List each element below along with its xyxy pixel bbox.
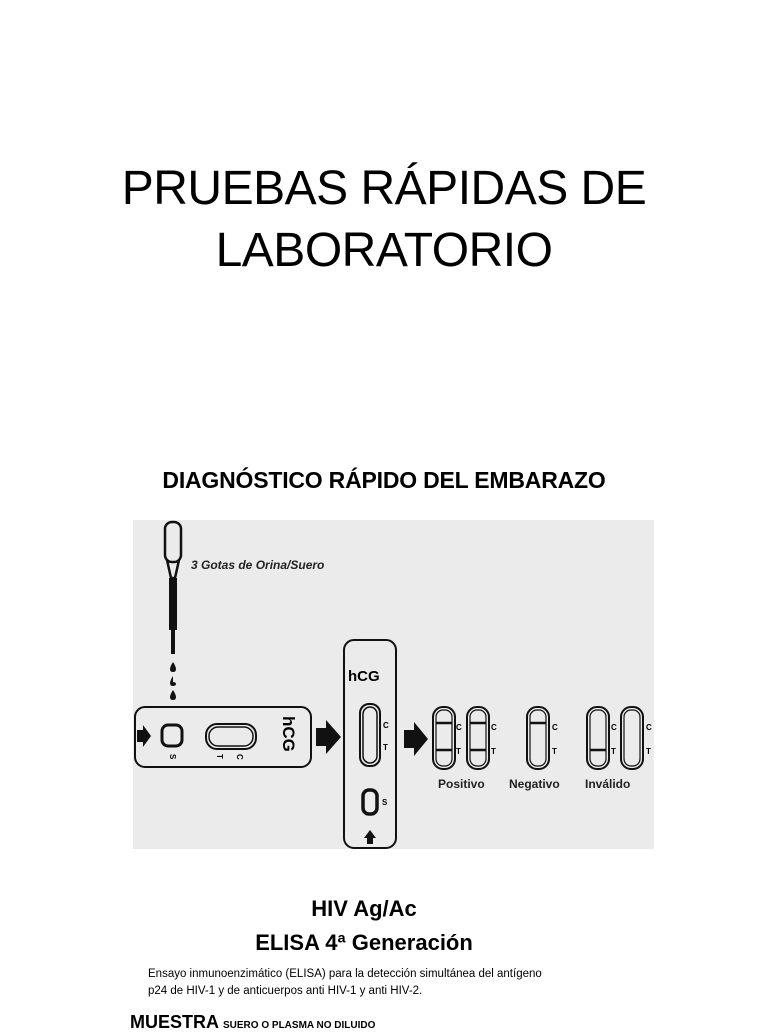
svg-text:C: C (552, 723, 558, 732)
horizontal-cassette: S T C hCG (134, 706, 312, 768)
muestra-value: SUERO O PLASMA NO DILUIDO (223, 1020, 376, 1031)
pregnancy-test-diagram: 3 Gotas de Orina/Suero S T C hCG hCG C T… (133, 520, 654, 849)
hiv-description-line-2: p24 de HIV-1 y de anticuerpos anti HIV-1… (148, 985, 423, 997)
hiv-heading-line-1: HIV Ag/Ac (311, 896, 417, 921)
arrow-right-icon (404, 722, 428, 756)
result-strips: C T C T C T C T C T (432, 706, 652, 770)
svg-text:C: C (383, 721, 389, 730)
title-line-1: PRUEBAS RÁPIDAS DE (121, 162, 647, 215)
hiv-heading: HIV Ag/Ac ELISA 4ª Generación (0, 892, 728, 960)
page-title: PRUEBAS RÁPIDAS DE LABORATORIO (0, 158, 768, 282)
svg-text:T: T (215, 754, 224, 759)
svg-text:T: T (456, 747, 461, 756)
svg-text:T: T (552, 747, 557, 756)
arrow-up-icon (364, 830, 376, 844)
svg-text:C: C (491, 723, 497, 732)
svg-text:C: C (646, 723, 652, 732)
svg-text:hCG: hCG (348, 668, 380, 685)
drops-icon (170, 662, 176, 700)
svg-text:C: C (235, 754, 244, 760)
svg-text:S: S (168, 754, 177, 760)
muestra-line: MUESTRA SUERO O PLASMA NO DILUIDO (130, 1012, 375, 1033)
muestra-label: MUESTRA (130, 1012, 219, 1032)
svg-text:T: T (491, 747, 496, 756)
dropper-icon (163, 520, 183, 654)
hiv-description: Ensayo inmunoenzimático (ELISA) para la … (148, 966, 618, 1000)
svg-text:T: T (646, 747, 651, 756)
dropper-label: 3 Gotas de Orina/Suero (191, 558, 324, 572)
svg-text:hCG: hCG (279, 716, 298, 752)
svg-text:T: T (611, 747, 616, 756)
arrow-right-icon (137, 725, 151, 747)
svg-text:C: C (611, 723, 617, 732)
hiv-description-line-1: Ensayo inmunoenzimático (ELISA) para la … (148, 968, 542, 980)
svg-text:S: S (382, 798, 388, 807)
section-heading-embarazo: DIAGNÓSTICO RÁPIDO DEL EMBARAZO (162, 467, 606, 493)
arrow-right-icon (316, 720, 341, 754)
svg-text:C: C (456, 723, 462, 732)
result-label-invalido: Inválido (585, 777, 630, 791)
svg-text:T: T (383, 743, 388, 752)
hiv-heading-line-2: ELISA 4ª Generación (255, 930, 473, 955)
result-label-negativo: Negativo (509, 777, 560, 791)
vertical-cassette: hCG C T S (343, 639, 397, 849)
result-label-positivo: Positivo (438, 777, 485, 791)
title-line-2: LABORATORIO (215, 224, 553, 277)
